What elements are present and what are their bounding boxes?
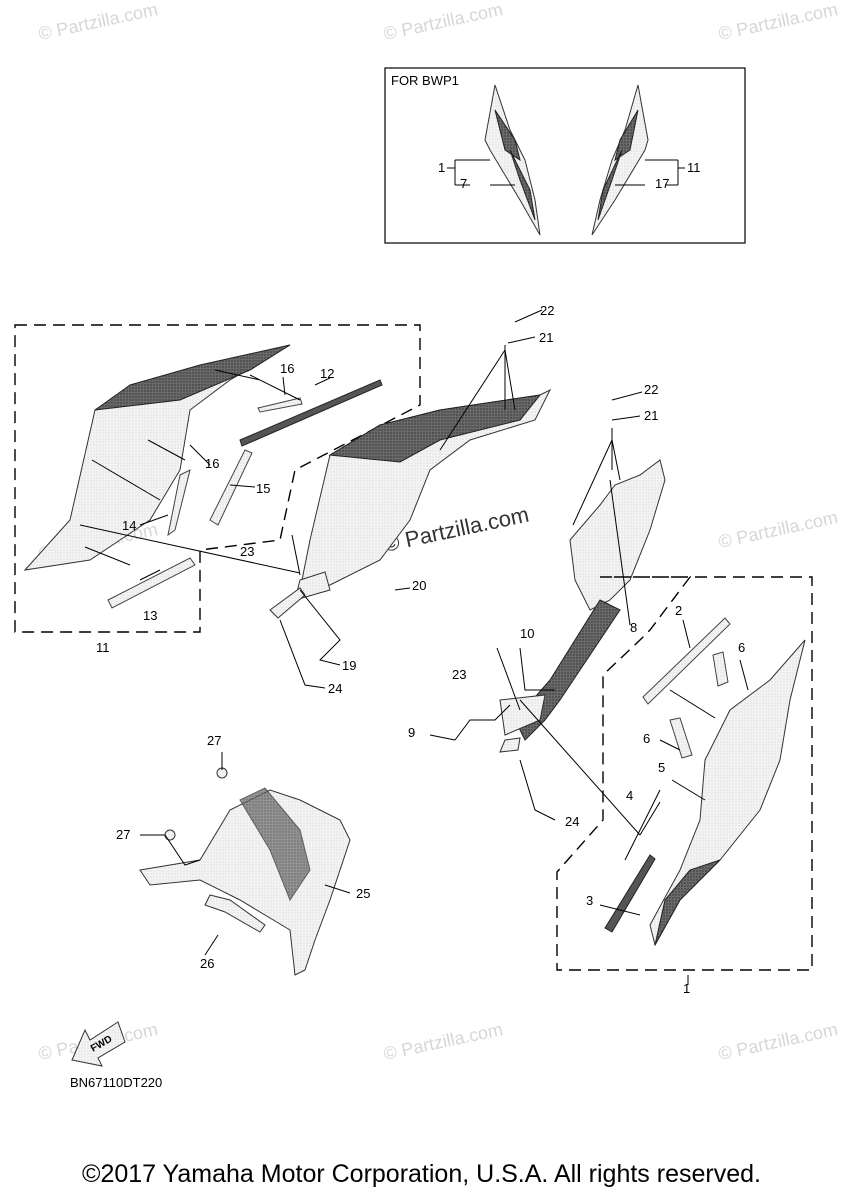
leader-lines (79, 309, 749, 985)
callout: 8 (630, 620, 637, 635)
callout: 24 (328, 681, 342, 696)
callout: 5 (658, 760, 665, 775)
callout: 11 (687, 160, 701, 175)
callout: 21 (644, 408, 658, 423)
callout: 24 (565, 814, 579, 829)
callout: 10 (520, 626, 534, 641)
callout: 15 (256, 481, 270, 496)
callout: 27 (207, 733, 221, 748)
group-1 (556, 576, 813, 971)
callout: 21 (539, 330, 553, 345)
callout: 4 (626, 788, 633, 803)
watermark: © Partzilla.com (382, 1019, 505, 1064)
callout: 19 (342, 658, 356, 673)
watermark: © Partzilla.com (717, 0, 840, 44)
callout: 22 (540, 303, 554, 318)
callout: 1 (438, 160, 445, 175)
callout: 6 (643, 731, 650, 746)
lower-cowl-25 (139, 767, 351, 976)
callout: 17 (655, 176, 669, 191)
callout: 23 (452, 667, 466, 682)
center-cowl (269, 388, 552, 619)
callout: 23 (240, 544, 254, 559)
callout: 13 (143, 608, 157, 623)
watermark: © Partzilla.com (382, 0, 505, 44)
watermark: © Partzilla.com (717, 507, 840, 552)
callout: 14 (122, 518, 136, 533)
callout: 22 (644, 382, 658, 397)
callout: 9 (408, 725, 415, 740)
inset-bwp1: FOR BWP1 (384, 67, 746, 244)
callout: 16 (205, 456, 219, 471)
callout: 6 (738, 640, 745, 655)
watermark: © Partzilla.com (37, 0, 160, 44)
callout: 25 (356, 886, 370, 901)
callout: 11 (96, 640, 110, 655)
callout: 3 (586, 893, 593, 908)
watermark: © Partzilla.com (717, 1019, 840, 1064)
inset-title: FOR BWP1 (391, 73, 459, 88)
callout: 7 (460, 176, 467, 191)
copyright-notice: ©2017 Yamaha Motor Corporation, U.S.A. A… (82, 1160, 761, 1188)
drawing-code: BN67110DT220 (70, 1075, 163, 1090)
callouts: 1 7 17 11 22 21 22 21 16 12 16 15 14 23 … (96, 160, 745, 996)
fwd-arrow: FWD (71, 1021, 126, 1067)
callout: 12 (320, 366, 334, 381)
callout: 27 (116, 827, 130, 842)
group-11 (14, 324, 421, 633)
right-side-cowl (649, 639, 806, 947)
callout: 1 (683, 981, 690, 996)
callout: 26 (200, 956, 214, 971)
callout: 2 (675, 603, 682, 618)
callout: 16 (280, 361, 294, 376)
callout: 20 (412, 578, 426, 593)
